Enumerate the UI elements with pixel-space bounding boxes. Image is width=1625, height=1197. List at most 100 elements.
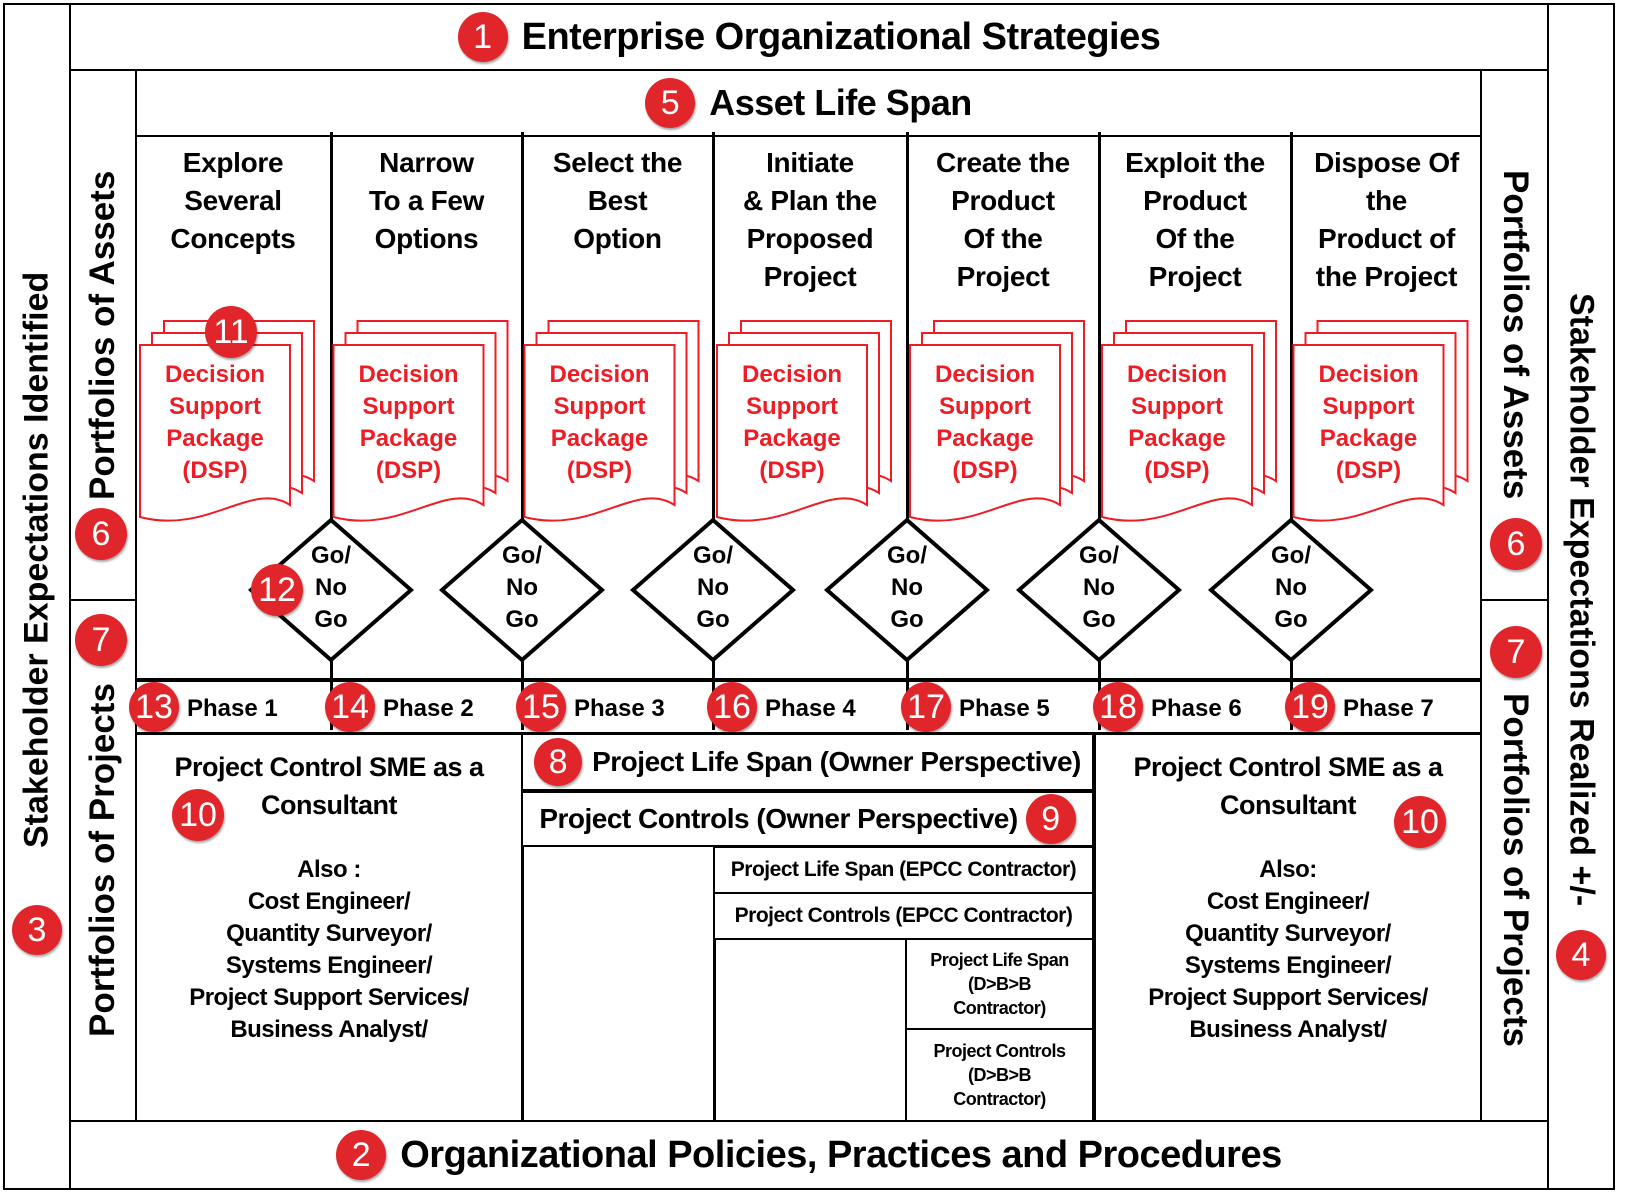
go-no-go-line: Go [1082,606,1116,633]
consultant-right-also-3: Systems Engineer/ [1184,952,1392,979]
consultant-left-title-1: Project Control SME as a [174,752,484,782]
dsp-line: Decision [358,361,459,388]
consultant-right-also-0: Also: [1259,856,1317,883]
phase-label-5: Phase 5 [959,695,1050,722]
phase-header-line: the [1365,185,1408,216]
go-no-go-line: No [891,574,923,601]
phase-divider [1098,132,1101,730]
epcc-controls-label: Project Controls (EPCC Contractor) [734,904,1073,927]
badge-7-right: 7 [1490,626,1542,678]
dsp-line: Package [359,425,458,452]
go-no-go-line: No [315,574,347,601]
badge-phase-4: 16 [707,682,757,732]
dsp-line: Decision [164,361,266,388]
dbb-life-span-line-1: Project Life Span [930,950,1069,970]
phase-header-line: Of the [1155,223,1235,254]
dbb-controls-line-3: Contractor) [953,1089,1046,1109]
dsp-line: Decision [1318,361,1419,388]
dsp-line: Package [550,425,649,452]
phase-label-4: Phase 4 [765,695,856,722]
asset-life-span-title: Asset Life Span [709,82,972,123]
epcc-controls-box: Project Controls (EPCC Contractor) [713,892,1094,940]
phase-header-line: Option [573,223,662,254]
phase-header-line: Exploit the [1125,147,1265,178]
dsp-line: Support [746,393,838,420]
consultant-left-title-2: Consultant [261,790,398,820]
consultant-left: Project Control SME as a Consultant Also… [140,748,518,1046]
owner-life-span-box: 8 Project Life Span (Owner Perspective) [521,733,1094,791]
badge-9: 9 [1025,794,1076,844]
phase-header-line: Several [184,185,282,216]
badge-phase-1: 13 [129,682,179,732]
owner-controls-box: Project Controls (Owner Perspective) 9 [521,791,1094,847]
phase-header-line: Of the [963,223,1043,254]
phase-header-line: Proposed [746,223,874,254]
dsp-line: Support [939,393,1031,420]
badge-1: 1 [457,12,508,62]
dsp-line: Support [169,393,261,420]
badge-6-right: 6 [1490,518,1542,570]
go-no-go-line: Go/ [311,542,351,569]
left-portfolio-projects [69,599,137,1122]
consultant-left-also-4: Project Support Services/ [189,984,469,1011]
consultant-right-also-4: Project Support Services/ [1148,984,1428,1011]
strategies-title: Enterprise Organizational Strategies [521,15,1161,58]
dbb-controls-line-2: (D>B>B [967,1065,1032,1085]
go-no-go-line: Go/ [693,542,733,569]
badge-phase-6: 18 [1093,682,1143,732]
go-no-go-diamond [629,517,797,663]
badge-10-left: 10 [172,789,224,841]
badge-2: 2 [336,1130,387,1180]
phase-divider [521,132,524,730]
phase-divider [330,132,333,730]
dsp-line: Decision [549,361,650,388]
dsp-line: (DSP) [952,457,1018,484]
phase-header-line: Project [763,261,857,292]
dsp-line: Decision [1126,361,1228,388]
consultant-right-also-1: Cost Engineer/ [1206,888,1370,915]
owner-controls-label: Project Controls (Owner Perspective) [539,803,1018,834]
go-no-go-line: Go [890,606,924,633]
dsp-line: Support [553,393,646,420]
badge-3: 3 [12,905,62,955]
dbb-life-span-line-2: (D>B>B [967,974,1032,994]
phase-header-line: Narrow [379,147,474,178]
go-no-go-line: No [1083,574,1115,601]
phase-divider [906,132,909,730]
dsp-document-sheet [1101,344,1253,522]
phase-header-line: Product of [1318,223,1455,254]
phase-label-1: Phase 1 [187,695,278,722]
consultant-right-also-5: Business Analyst/ [1189,1016,1387,1043]
badge-11: 11 [205,306,257,358]
phase-header-line: To a Few [368,185,485,216]
go-no-go-diamond [438,517,606,663]
dsp-line: Decision [934,361,1036,388]
dsp-line: (DSP) [375,457,442,484]
consultant-right-also-2: Quantity Surveyor/ [1185,920,1391,947]
badge-phase-3: 15 [516,682,566,732]
right-portfolio-projects-label: Portfolios of Projects [1496,693,1535,1047]
phase-header-line: the Project [1315,261,1458,292]
dsp-document-sheet [332,344,485,522]
consultant-left-also-0: Also : [297,856,361,883]
go-no-go-diamond [1015,517,1183,663]
dsp-line: (DSP) [759,457,825,484]
phase-header-line: Product [1143,185,1247,216]
badge-7-left: 7 [75,614,127,666]
dsp-line: Support [1322,393,1415,420]
dsp-document-sheet [139,344,291,522]
phase-header-line: & Plan the [743,185,877,216]
dsp-line: Support [362,393,455,420]
consultant-right: Project Control SME as a Consultant Also… [1098,748,1478,1046]
owner-life-span-label: Project Life Span (Owner Perspective) [592,746,1081,777]
